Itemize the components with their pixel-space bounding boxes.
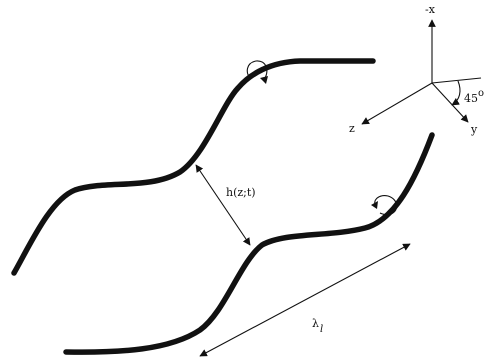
axis-z-line <box>361 82 433 125</box>
svg-text:l: l <box>320 324 323 335</box>
axis-z-label: z <box>349 122 355 135</box>
separation-label: h(z;t) <box>226 186 256 199</box>
svg-text:45: 45 <box>464 92 478 105</box>
rotation-arrow-icon-lower <box>371 195 398 216</box>
angle-label: 45 o <box>464 88 484 105</box>
svg-text:λ: λ <box>312 317 319 330</box>
angle-arc <box>451 80 461 106</box>
wavelength-label: λ l <box>312 317 323 335</box>
rotation-arrow-icon-upper <box>246 60 268 84</box>
axis-y-label: y <box>470 123 478 136</box>
coordinate-axes: -x z y 45 o <box>349 3 484 136</box>
svg-text:o: o <box>478 88 484 99</box>
separation-arrow <box>195 164 251 246</box>
axis-neg-x-label: -x <box>425 3 436 16</box>
axis-y-line <box>431 82 469 123</box>
wavelength-arrow <box>199 243 411 357</box>
upper-filament-curve <box>11 58 376 276</box>
reference-line <box>431 77 482 84</box>
